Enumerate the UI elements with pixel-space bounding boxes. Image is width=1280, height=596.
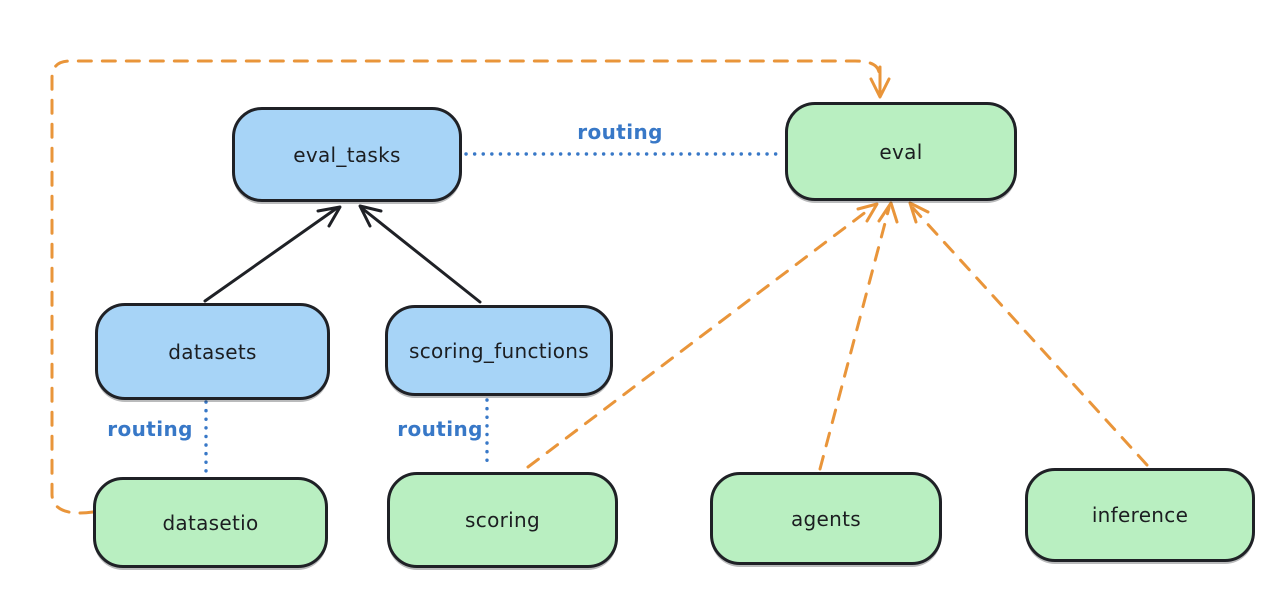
node-datasetio: datasetio (93, 477, 328, 568)
node-scoring: scoring (387, 472, 618, 568)
edge-agents-to-eval-dashed (818, 206, 891, 471)
node-inference-label: inference (1091, 503, 1189, 527)
edge-datasets-to-eval-tasks (203, 206, 339, 303)
edge-scoring-to-eval-dashed (526, 206, 873, 469)
edge-inference-to-eval-dashed (911, 206, 1149, 467)
arrowhead-agents-to-eval (877, 201, 899, 224)
node-eval-tasks: eval_tasks (232, 107, 462, 202)
node-datasetio-label: datasetio (162, 510, 259, 535)
arrowhead-scoring-functions-to-eval-tasks (358, 204, 383, 228)
edge-label-routing-scoring-functions-scoring: routing (397, 417, 483, 441)
arrowhead-datasetio-to-eval (869, 77, 891, 99)
node-scoring-functions: scoring_functions (385, 305, 613, 396)
node-eval-tasks-label: eval_tasks (293, 142, 401, 167)
edge-label-routing-datasets-datasetio: routing (107, 417, 193, 441)
node-scoring-label: scoring (465, 508, 540, 532)
edge-scoring-functions-to-eval-tasks (361, 207, 482, 304)
node-eval: eval (785, 102, 1017, 201)
edge-datasetio-to-eval-dashed (50, 59, 881, 515)
node-scoring-functions-label: scoring_functions (408, 338, 590, 363)
node-agents-label: agents (791, 506, 861, 531)
arrowhead-inference-to-eval (908, 201, 930, 224)
node-agents: agents (710, 472, 942, 565)
node-eval-label: eval (879, 139, 923, 164)
arrowhead-scoring-to-eval (856, 202, 879, 223)
node-inference: inference (1025, 468, 1255, 562)
edge-label-routing-eval-tasks-eval: routing (577, 120, 663, 144)
arrowhead-datasets-to-eval-tasks (316, 205, 342, 228)
node-datasets-label: datasets (168, 339, 257, 364)
node-datasets: datasets (95, 303, 330, 400)
